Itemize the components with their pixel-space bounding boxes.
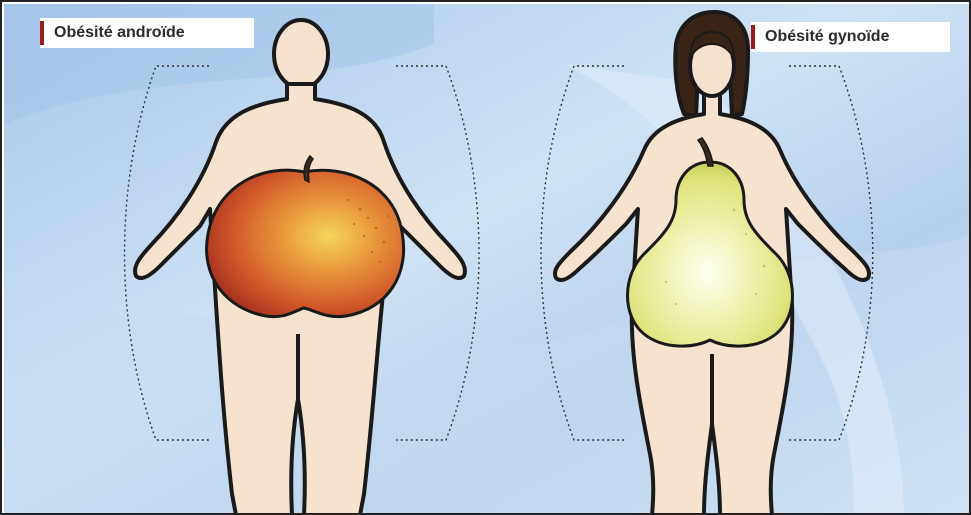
apple-body [207,170,404,316]
gynoid-obesity-label: Obésité gynoïde [751,22,950,52]
diagram-canvas [4,4,971,515]
male-head [274,20,328,88]
android-obesity-label: Obésité androïde [40,18,254,48]
